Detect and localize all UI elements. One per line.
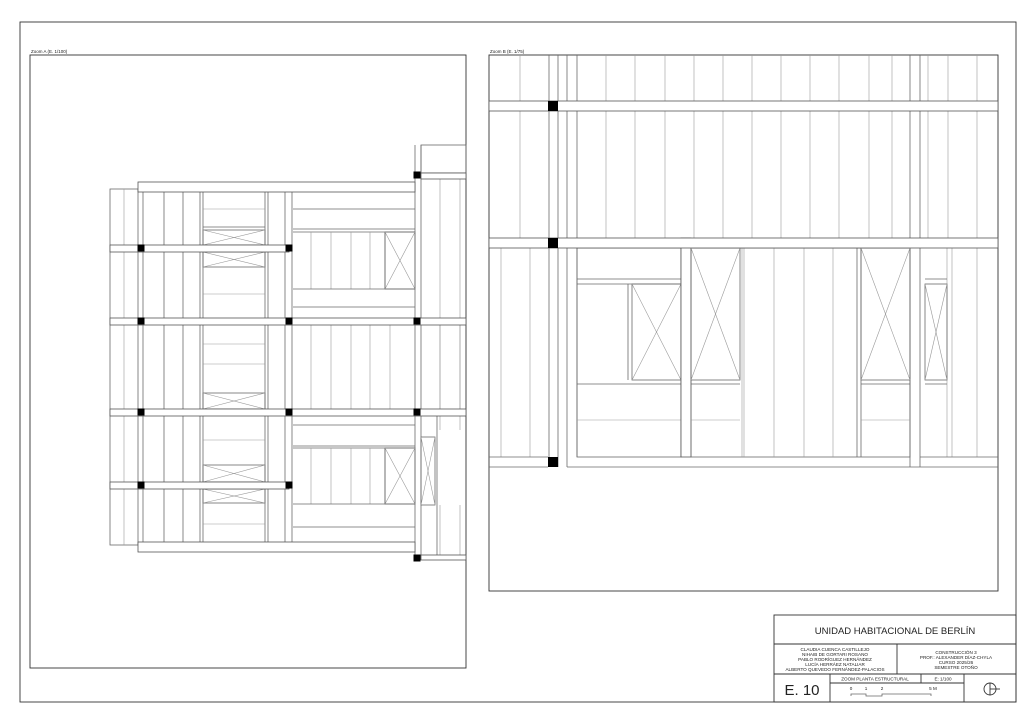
opening-cross xyxy=(202,251,266,268)
bay-frame xyxy=(690,247,911,458)
course-line: CURSO 2025/26 xyxy=(939,660,974,665)
title-block: UNIDAD HABITACIONAL DE BERLÍN CLAUDIA CU… xyxy=(773,614,1017,703)
edge-box xyxy=(420,144,467,174)
opening-cross xyxy=(202,488,266,504)
column xyxy=(137,408,145,416)
zoom-a-plan xyxy=(29,54,467,669)
column xyxy=(285,481,293,489)
author-name: PABLO RODRÍGUEZ HERNÁNDEZ xyxy=(798,656,872,662)
beam xyxy=(420,172,467,180)
column xyxy=(285,317,293,325)
scale-text: E: 1/100 xyxy=(934,677,952,682)
scale-tick-label: 1 xyxy=(865,686,868,691)
author-name: NIHAIB DE GORTARI ROSANO xyxy=(802,652,868,657)
beam xyxy=(420,554,467,561)
sheet-border xyxy=(19,21,1017,703)
opening-cross xyxy=(860,247,911,381)
beam xyxy=(137,181,416,193)
column xyxy=(137,481,145,489)
scale-bar: 0 1 2 5 M xyxy=(850,686,937,697)
column xyxy=(548,238,558,248)
scale-tick-label: 5 M xyxy=(929,686,937,691)
author-name: CLAUDIA CUENCA CASTILLEJO xyxy=(801,647,870,652)
beam xyxy=(137,541,416,553)
zoom-b-plan xyxy=(488,54,999,592)
course-info: CONSTRUCCIÓN 3 PROF.: ALEXANDER DÍAZ-CHY… xyxy=(920,649,993,670)
column xyxy=(137,244,145,252)
scale-bar-line xyxy=(850,693,932,697)
scale-tick-label: 2 xyxy=(881,686,884,691)
zoom-b-frame xyxy=(488,54,999,592)
opening-cross xyxy=(420,436,436,506)
opening-frame xyxy=(420,436,436,506)
sheet-number: E. 10 xyxy=(784,682,819,699)
opening-cross xyxy=(384,447,416,505)
column xyxy=(548,457,558,467)
course-line: CONSTRUCCIÓN 3 xyxy=(935,649,977,655)
course-line: SEMESTRE OTOÑO xyxy=(934,664,978,670)
opening-cross xyxy=(924,283,948,381)
column xyxy=(285,408,293,416)
author-name: LUCÍA HERRÁEZ NATALIAR xyxy=(805,661,865,667)
title-block-frame xyxy=(773,614,1017,703)
opening-cross xyxy=(690,247,741,381)
course-line: PROF.: ALEXANDER DÍAZ-CHYLA xyxy=(920,654,993,660)
beam xyxy=(488,237,999,249)
opening-cross xyxy=(202,464,266,483)
zoom-a-label: Zoom A (E. 1/100) xyxy=(31,49,68,54)
beam xyxy=(109,481,290,490)
zoom-b-label: Zoom B (E. 1/75) xyxy=(490,49,525,54)
scale-tick-label: 0 xyxy=(850,686,853,691)
column xyxy=(413,317,421,325)
beam xyxy=(680,237,692,458)
beam xyxy=(488,100,999,112)
column xyxy=(413,408,421,416)
opening-cross xyxy=(202,392,266,410)
column xyxy=(413,554,421,562)
column xyxy=(137,317,145,325)
opening-cross xyxy=(202,229,266,246)
authors-list: CLAUDIA CUENCA CASTILLEJO NIHAIB DE GORT… xyxy=(785,647,884,672)
project-title: UNIDAD HABITACIONAL DE BERLÍN xyxy=(815,626,976,637)
opening-cross xyxy=(384,231,416,290)
opening-frame xyxy=(924,283,948,381)
column xyxy=(413,171,421,179)
zoom-a-frame xyxy=(29,54,467,669)
author-name: ALBERTO QUEVEDO FERNÁNDEZ-PALACIOS xyxy=(785,666,884,672)
north-arrow-icon xyxy=(983,682,1000,696)
opening-cross xyxy=(631,283,682,381)
drawing-title: ZOOM PLANTA ESTRUCTURAL xyxy=(841,677,909,682)
column xyxy=(548,101,558,111)
column xyxy=(285,244,293,252)
beam xyxy=(109,244,290,253)
